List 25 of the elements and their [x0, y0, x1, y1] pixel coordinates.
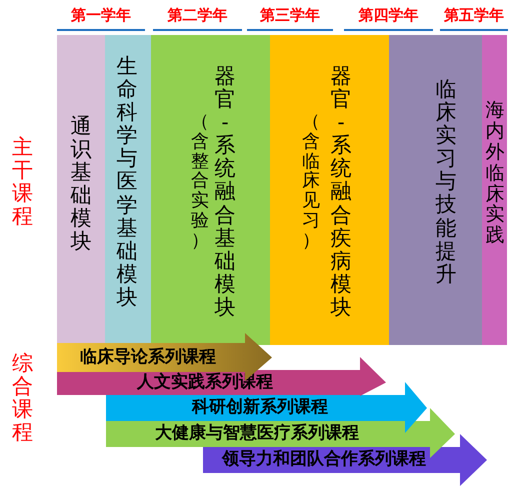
year-label: 第二学年: [153, 6, 242, 31]
course-module-column: [57, 35, 105, 345]
module-name: 器官-系统融合基础模块: [214, 65, 236, 320]
module-name: （含整合实验）: [191, 112, 209, 251]
course-series-name: 临床导论系列课程: [80, 348, 216, 366]
course-series-name: 大健康与智慧医疗系列课程: [155, 425, 359, 442]
module-name: 器官-系统融合疾病模块: [330, 65, 352, 320]
module-name: 海内外临床实践: [486, 100, 504, 246]
section-label: 综合课程: [12, 352, 33, 444]
course-module-column: [270, 35, 389, 345]
module-name: 通识基础模块: [70, 115, 92, 254]
course-module-column: [151, 35, 270, 345]
course-module-column: [482, 35, 507, 345]
year-label: 第五学年: [440, 6, 508, 31]
course-module-column: [105, 35, 151, 345]
year-label: 第一学年: [57, 6, 145, 31]
module-name: 生命科学与医学基础模块: [116, 55, 138, 310]
module-name: 临床实习与技能提升: [436, 78, 456, 286]
course-series-name: 科研创新系列课程: [192, 399, 328, 416]
course-series-name: 领导力和团队合作系列课程: [222, 451, 426, 468]
module-name: （含临床见习）: [302, 112, 320, 251]
year-label: 第四学年: [344, 6, 433, 31]
year-label: 第三学年: [247, 6, 333, 31]
section-label: 主干课程: [12, 136, 33, 228]
course-module-column: [389, 35, 482, 345]
